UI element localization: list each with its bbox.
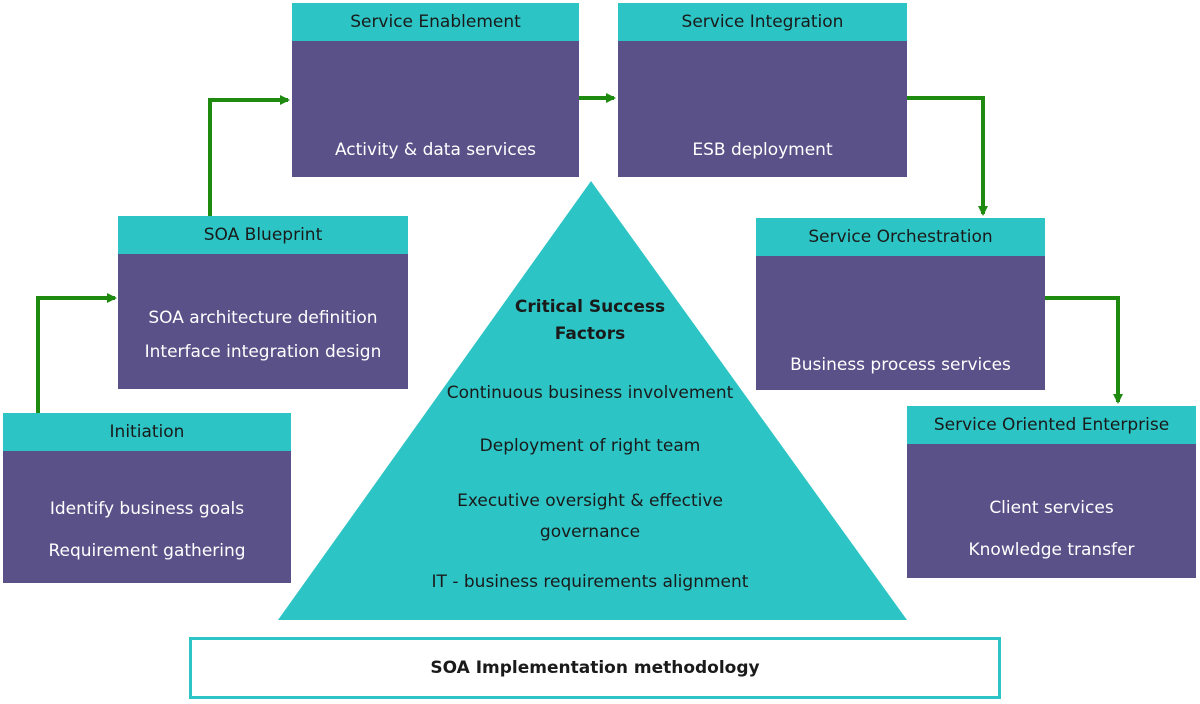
csf-factor-line: Executive oversight & effective (457, 491, 723, 511)
csf-factor: Continuous business involvement (446, 383, 734, 403)
arrow-initiation-to-blueprint (36, 293, 117, 413)
csf-title-line: Factors (554, 324, 626, 344)
stage-item: Business process services (790, 355, 1011, 375)
stage-item: Knowledge transfer (968, 540, 1135, 560)
csf-title-line: Critical Success (514, 297, 666, 317)
stage-item: Requirement gathering (48, 541, 246, 561)
stage-initiation: Initiation Identify business goals Requi… (3, 413, 291, 583)
stage-item: Identify business goals (49, 499, 245, 519)
arrow-orchestration-to-enterprise (1045, 296, 1123, 404)
stage-title: Initiation (3, 413, 291, 451)
arrow-integration-to-orchestration (907, 96, 988, 216)
csf-factor: IT - business requirements alignment (431, 572, 749, 592)
stage-service-oriented-enterprise: Service Oriented Enterprise Client servi… (907, 406, 1196, 578)
csf-factor: Executive oversight & effective governan… (440, 486, 740, 548)
stage-service-orchestration: Service Orchestration Business process s… (756, 218, 1045, 390)
stage-item: SOA architecture definition (148, 308, 378, 328)
stage-item: ESB deployment (692, 140, 833, 160)
stage-item: Activity & data services (334, 140, 537, 160)
stage-soa-blueprint: SOA Blueprint SOA architecture definitio… (118, 216, 408, 389)
stage-item: Interface integration design (144, 342, 382, 362)
stage-title: Service Orchestration (756, 218, 1045, 256)
arrow-blueprint-to-enablement (208, 95, 290, 216)
csf-factor: Deployment of right team (479, 436, 701, 456)
methodology-label: SOA Implementation methodology (189, 637, 1001, 699)
stage-title: Service Enablement (292, 3, 579, 41)
stage-service-enablement: Service Enablement Activity & data servi… (292, 3, 579, 177)
stage-title: Service Integration (618, 3, 907, 41)
stage-title: Service Oriented Enterprise (907, 406, 1196, 444)
stage-service-integration: Service Integration ESB deployment (618, 3, 907, 177)
stage-title: SOA Blueprint (118, 216, 408, 254)
csf-title: Critical Success Factors (470, 294, 710, 348)
csf-factor-line: governance (539, 522, 641, 542)
stage-item: Client services (989, 498, 1114, 518)
